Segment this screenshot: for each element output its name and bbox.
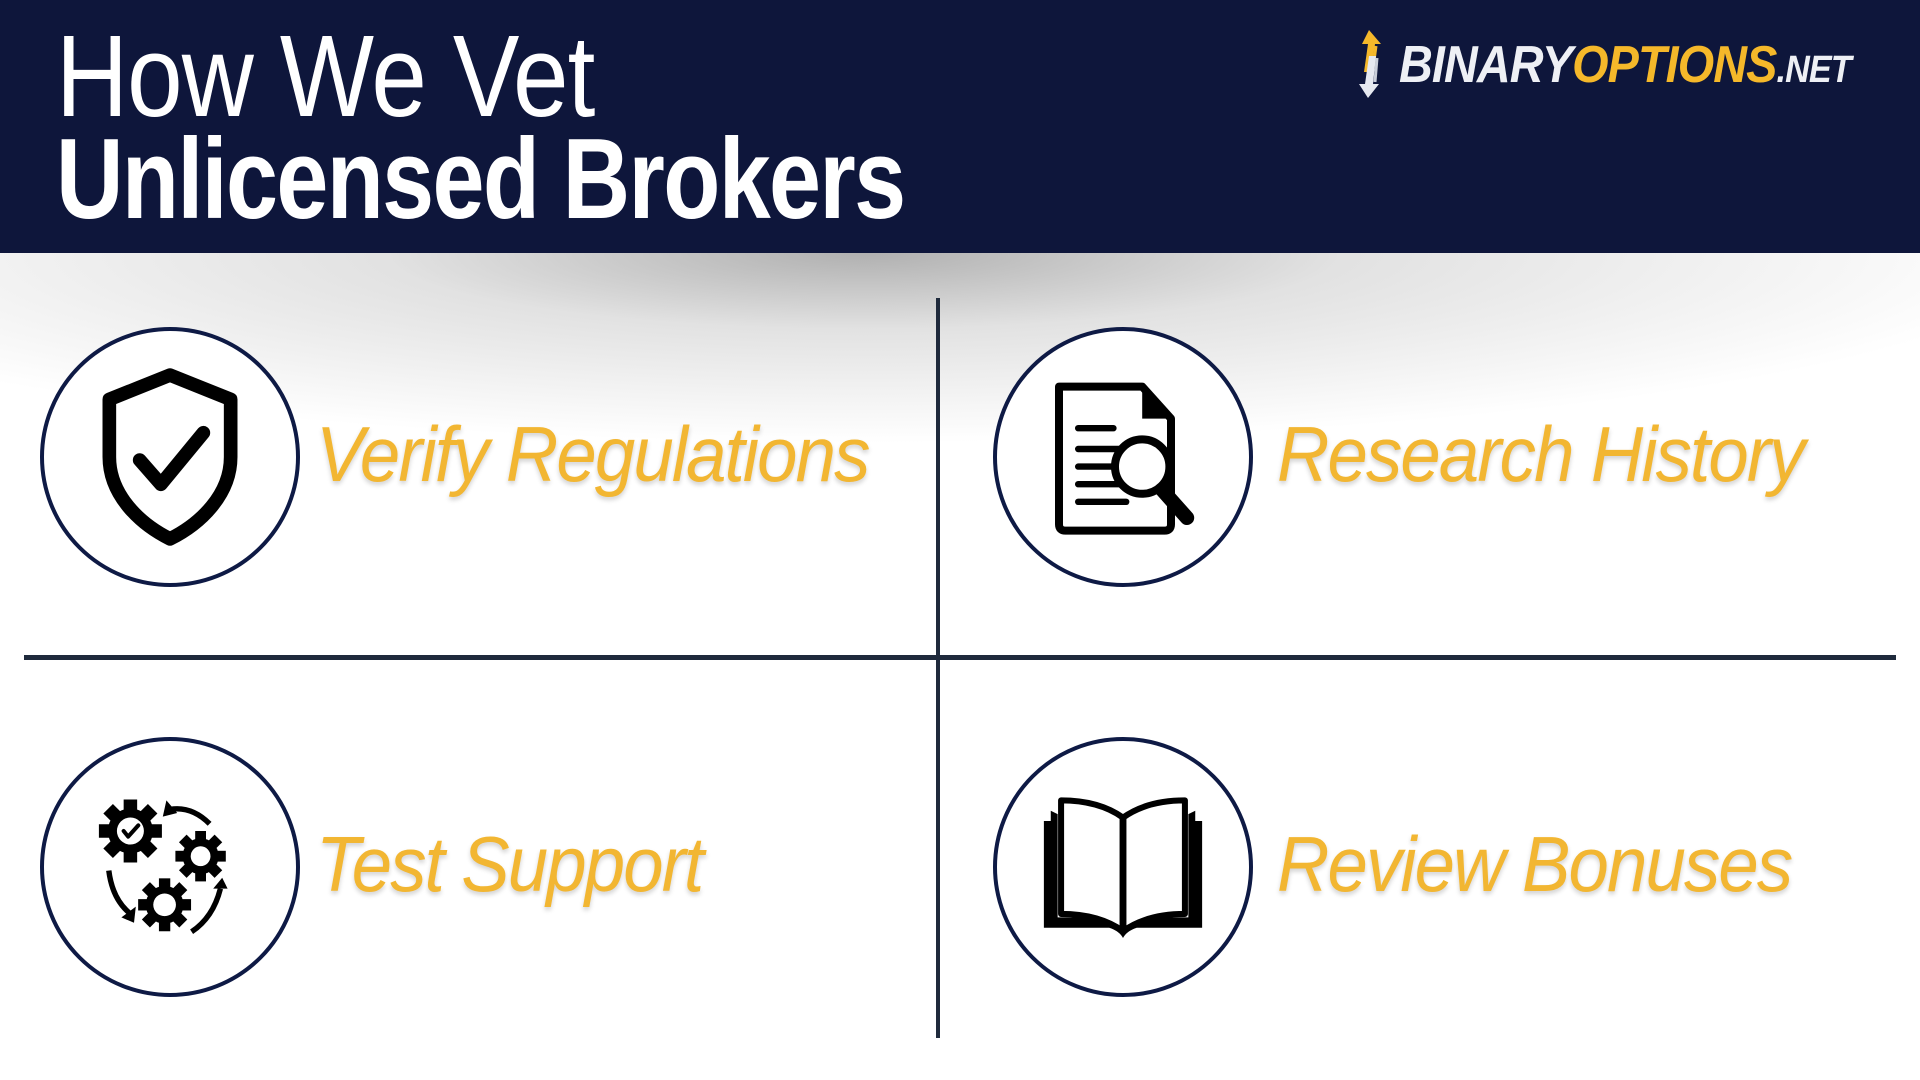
icon-circle	[993, 327, 1253, 587]
item-label: Test Support	[316, 820, 704, 908]
logo-wordmark: BINARYOPTIONS.NET	[1399, 36, 1852, 99]
item-label: Review Bonuses	[1277, 820, 1793, 908]
item-label: Research History	[1277, 410, 1805, 498]
icon-circle	[993, 737, 1253, 997]
vertical-divider	[936, 298, 940, 1038]
brand-logo: BINARYOPTIONS.NET	[1355, 28, 1875, 100]
icon-circle	[40, 737, 300, 997]
header-shadow	[0, 253, 1920, 443]
logo-text-net: .NET	[1776, 49, 1851, 91]
horizontal-divider	[24, 655, 1896, 660]
shield-check-icon	[102, 368, 238, 546]
gears-cycle-icon	[98, 799, 228, 935]
item-label: Verify Regulations	[316, 410, 870, 498]
header-banner: How We Vet Unlicensed Brokers BINARYOPTI…	[0, 0, 1920, 253]
title-line-1: How We Vet	[56, 11, 595, 141]
open-book-icon	[1043, 796, 1203, 938]
logo-text-options: OPTIONS	[1572, 36, 1777, 94]
document-search-icon	[1055, 382, 1195, 535]
up-down-arrows-icon	[1359, 30, 1381, 98]
icon-circle	[40, 327, 300, 587]
title-line-2: Unlicensed Brokers	[56, 116, 906, 243]
logo-text-binary: BINARY	[1399, 36, 1573, 94]
